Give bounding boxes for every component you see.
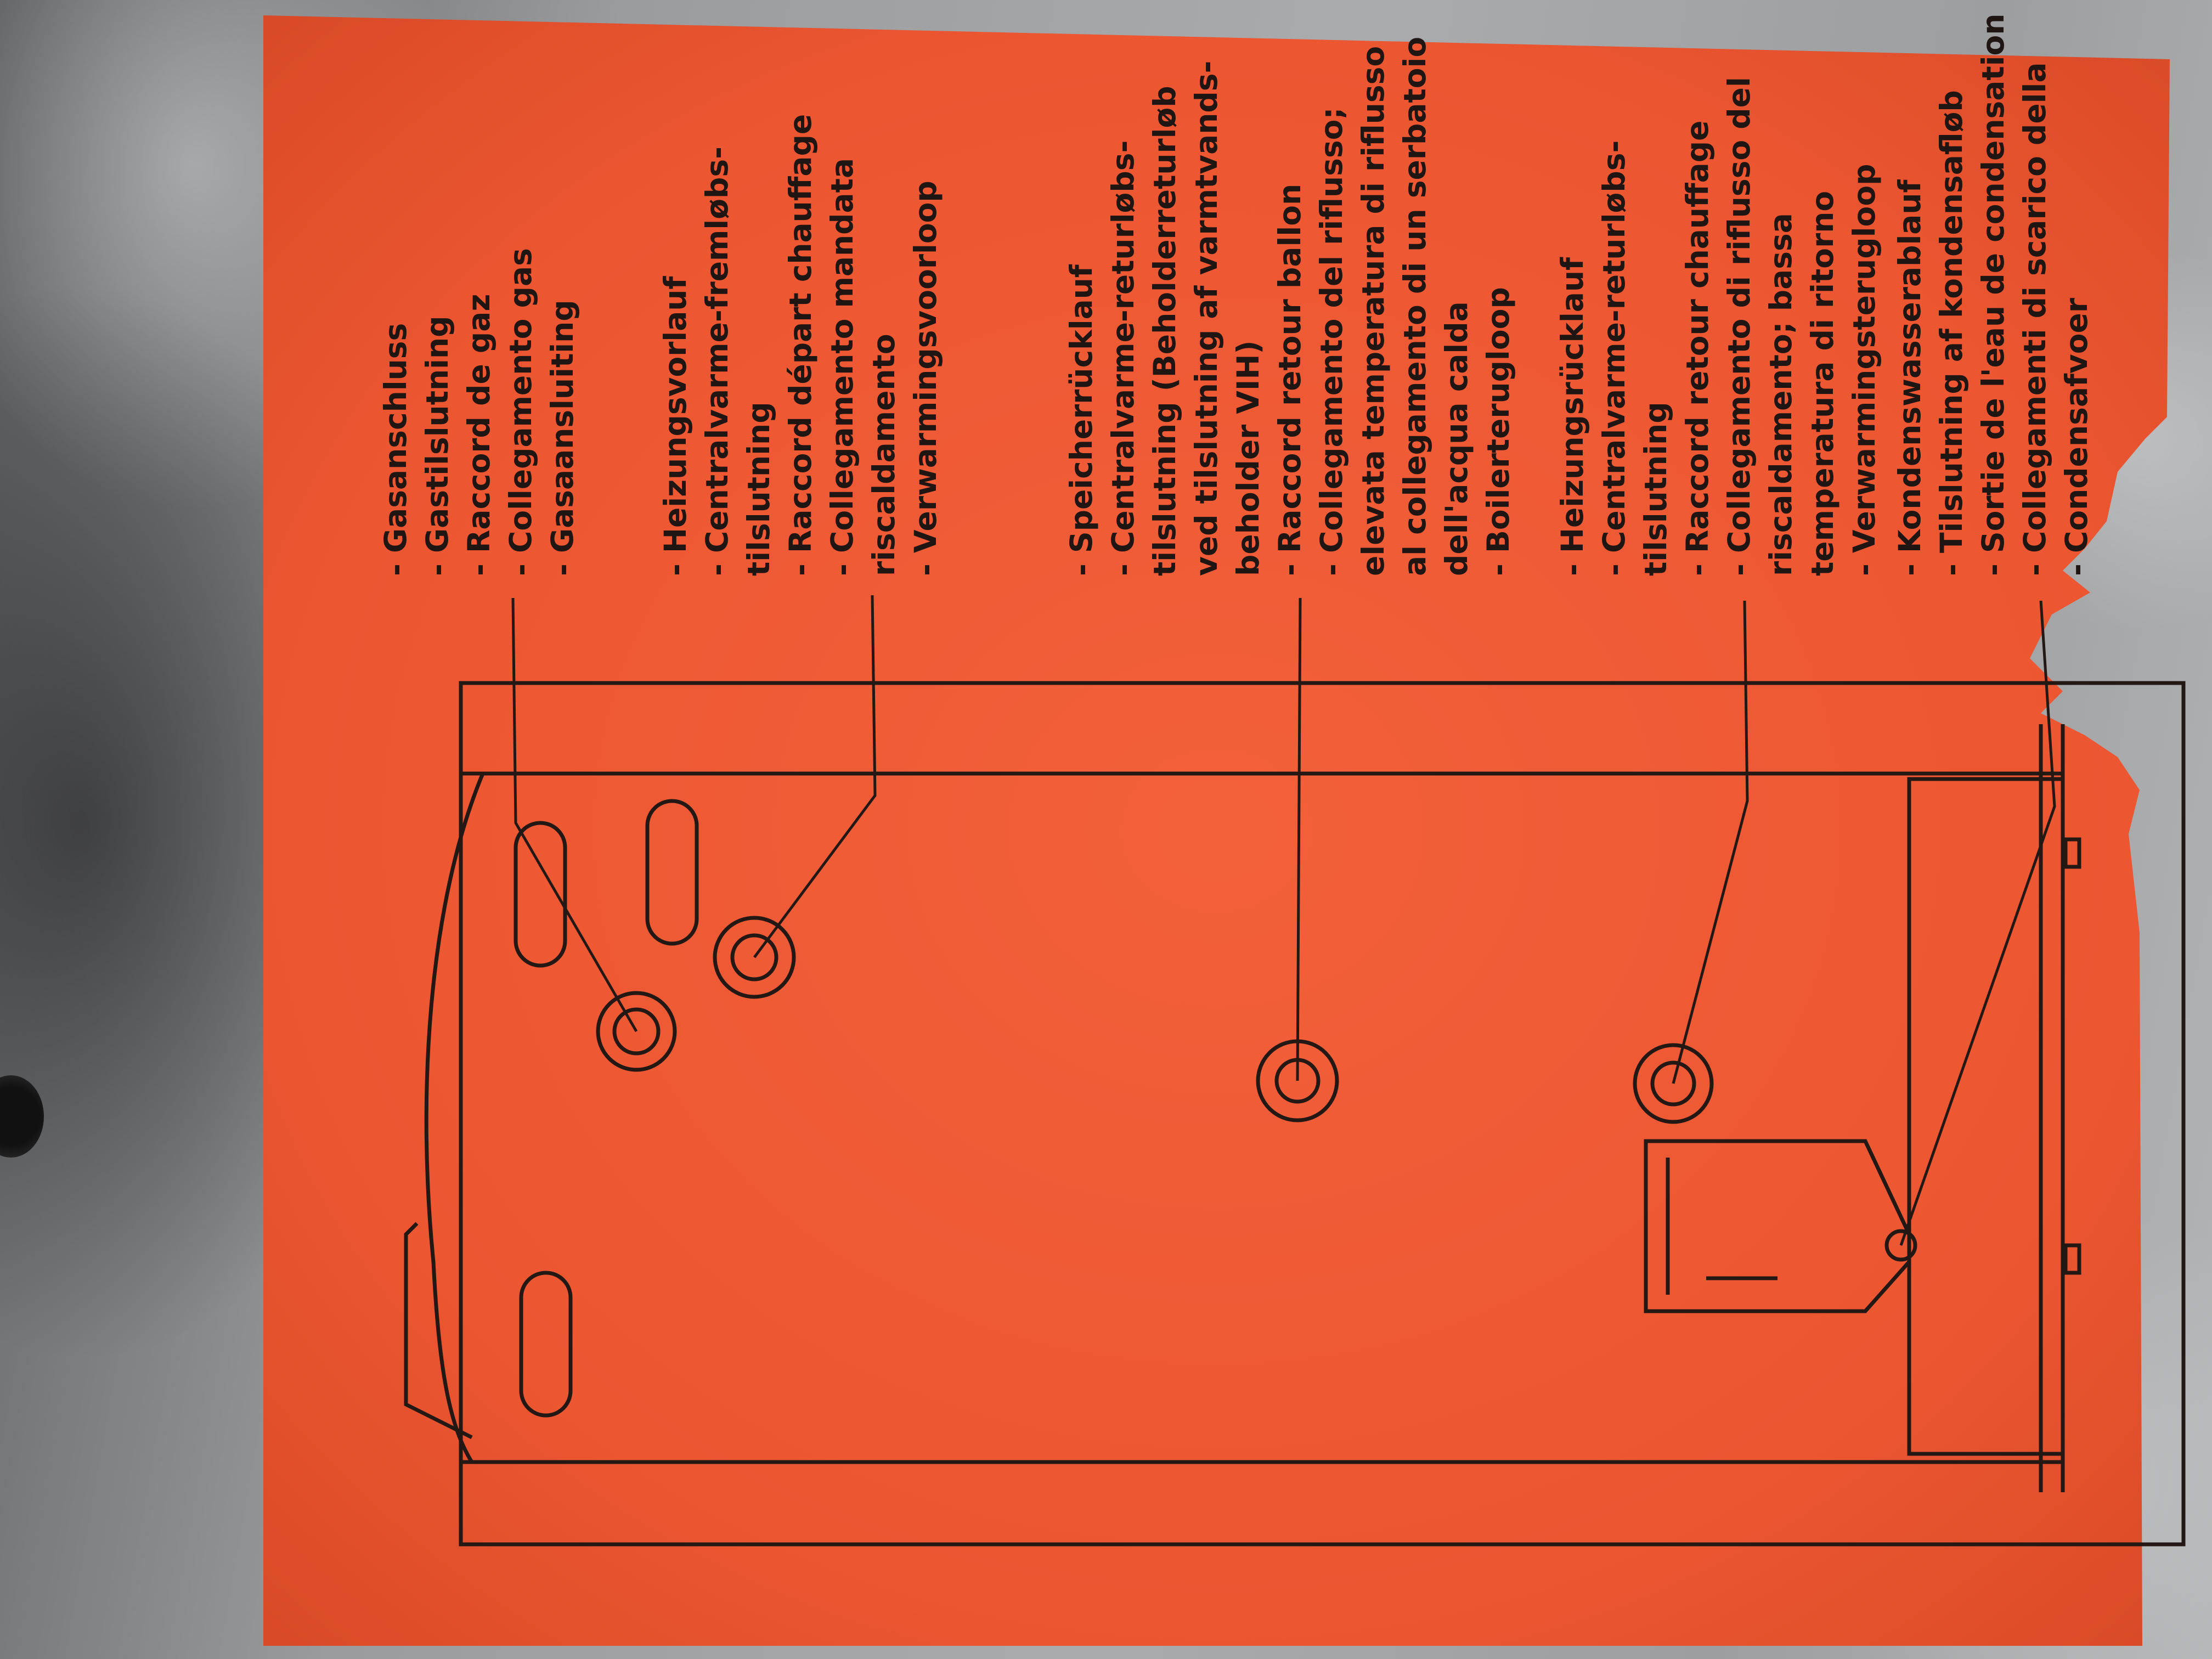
- leader-condensate: [1899, 600, 2056, 1246]
- description-line: riscaldamento: [866, 334, 901, 576]
- description-line: - Centralvarme-fremløbs-: [699, 146, 735, 576]
- description-line: - Raccord retour chauffage: [1680, 121, 1715, 576]
- description-line: - Collegamento di riflusso del: [1722, 77, 1757, 576]
- slot-right-top: [645, 799, 699, 946]
- leader-gas: [511, 597, 638, 1032]
- diagram-bracket: [404, 1222, 473, 1440]
- description-line: - Verwarmingsterugloop: [1847, 164, 1882, 576]
- description-group-cylinder-return: - Speicherrücklauf- Centralvarme-returlø…: [1064, 37, 1516, 576]
- description-line: - Centralvarme-returløbs-: [1105, 140, 1141, 576]
- gas-connection: [596, 991, 677, 1072]
- description-line: - Boilerterugloop: [1481, 287, 1516, 576]
- description-line: - Speicherrücklauf: [1064, 264, 1099, 576]
- leader-heating-flow: [753, 595, 877, 958]
- description-line: tilslutning: [1638, 402, 1673, 576]
- description-group-heating-flow: - Heizungsvorlauf- Centralvarme-fremløbs…: [658, 114, 943, 576]
- description-line: - Kondenswasserablauf: [1892, 179, 1927, 576]
- description-line: - Heizungsvorlauf: [658, 276, 693, 576]
- description-line: elevata temperatura di riflusso: [1356, 46, 1391, 576]
- condensate-trap: [1644, 1139, 1911, 1313]
- description-line: - Condensafvoer: [2059, 298, 2094, 576]
- description-line: - Raccord de gaz: [461, 294, 496, 576]
- boiler-diagram: [404, 681, 2186, 1547]
- diagram-foot: [2063, 1243, 2081, 1275]
- description-line: tilslutning (Beholderreturløb: [1147, 86, 1182, 576]
- diagram-base-box: [1907, 777, 2065, 1456]
- description-line: riscaldamento; bassa: [1763, 213, 1798, 576]
- leader-lines: [511, 595, 2056, 1246]
- description-line: - Collegamenti di scarico della: [2017, 62, 2052, 576]
- description-line: - Collegamento mandata: [825, 158, 860, 576]
- description-line: - Gastilslutning: [420, 315, 455, 576]
- description-line: tilslutning: [741, 402, 776, 576]
- description-line: - Gasaansluiting: [545, 300, 580, 576]
- description-line: - Raccord retour ballon: [1272, 184, 1307, 576]
- description-line: - Tilslutning af kondensafløb: [1934, 90, 1969, 576]
- description-line: al collegamento di un serbatoio: [1397, 37, 1432, 576]
- slot-left-bottom: [519, 1271, 573, 1418]
- connection-descriptions: - Gasanschluss- Gastilslutning- Raccord …: [378, 14, 2094, 576]
- description-line: - Raccord départ chauffage: [783, 114, 818, 576]
- description-line: beholder VIH): [1231, 340, 1266, 576]
- description-line: - Centralvarme-returløbs-: [1596, 140, 1632, 576]
- description-line: - Verwarmingsvoorloop: [908, 180, 943, 576]
- description-line: temperatura di ritorno: [1805, 191, 1840, 576]
- description-line: - Collegamento gas: [503, 248, 538, 576]
- label-paper: [263, 15, 2170, 1646]
- description-line: - Heizungsrücklauf: [1555, 257, 1590, 576]
- diagram-front-curve: [424, 772, 485, 1463]
- description-group-heating-return: - Heizungsrücklauf- Centralvarme-returlø…: [1555, 77, 1882, 576]
- description-line: dell'acqua calda: [1439, 301, 1474, 576]
- heating-return-connection: [1633, 1043, 1714, 1124]
- diagram-foot: [2063, 837, 2081, 869]
- slot-left-top: [514, 821, 567, 968]
- description-line: - Gasanschluss: [378, 323, 413, 576]
- description-group-condensate: - Kondenswasserablauf- Tilslutning af ko…: [1892, 14, 2094, 576]
- heating-flow-connection: [713, 916, 796, 999]
- leader-heating-return: [1672, 600, 1749, 1084]
- description-line: ved tilslutning af varmtvands-: [1189, 61, 1224, 576]
- diagram-outer-frame: [459, 681, 2186, 1547]
- leader-cylinder-return: [1296, 597, 1302, 1081]
- description-group-gas: - Gasanschluss- Gastilslutning- Raccord …: [378, 248, 580, 576]
- description-line: - Sortie de l'eau de condensation: [1976, 14, 2011, 576]
- condensate-outlet: [1884, 1229, 1917, 1262]
- description-line: - Collegamento del riflusso;: [1314, 108, 1349, 576]
